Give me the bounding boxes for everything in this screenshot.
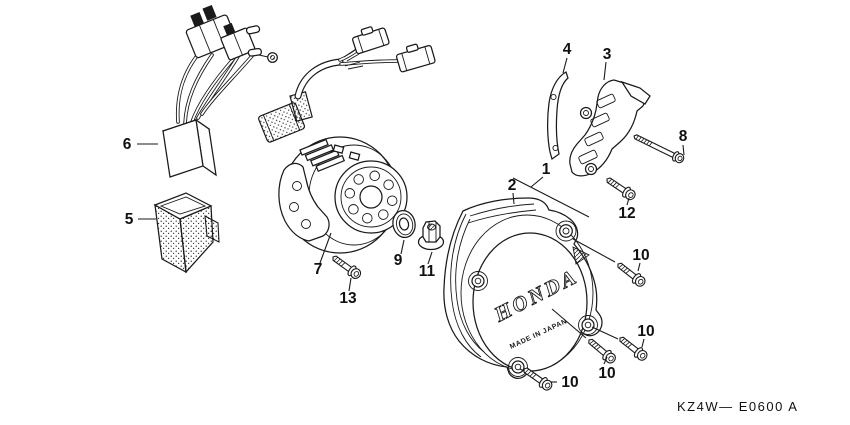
gasket [547,71,569,161]
washer [392,209,416,239]
callout-6: 6 [123,136,132,153]
leader-lines [137,57,685,383]
cover-boss-left [468,271,488,291]
rubber-holder [153,192,220,274]
bolt-13 [329,251,364,282]
ring-terminal [258,52,278,63]
stator-harness [294,44,400,100]
cdi-box [161,118,217,186]
bullet-terminal-2 [247,47,263,57]
callout-10-bottom-left: 10 [598,365,615,382]
bullet-terminal-1 [245,25,261,35]
flywheel-face [332,144,408,234]
crankcase-cover: HONDA MADE IN JAPAN [443,197,603,379]
alternator-assembly [258,26,436,254]
callout-1: 1 [542,161,551,178]
diagram-code: KZ4W— E0600 A [677,399,798,414]
callout-3: 3 [603,46,612,63]
stator-connector-1 [352,26,390,55]
callouts: 6 5 7 13 9 11 1 2 4 3 8 12 10 10 10 10 [123,41,688,391]
stator-plate [278,162,330,242]
cover-boss-bottom-right [578,315,598,335]
coil-lamination-stack [299,138,346,173]
callout-10-top: 10 [632,247,649,264]
cover-boss-top [555,220,577,242]
bolt-12 [603,173,638,203]
callout-11: 11 [419,263,436,280]
callout-9: 9 [394,252,403,269]
callout-10-bottom-center: 10 [561,374,578,391]
callout-8: 8 [679,128,688,145]
callout-13: 13 [339,290,357,307]
flange-nut [417,220,445,251]
cdi-connector-small [220,22,256,61]
sprocket-guard [569,79,651,177]
stator-connector-2 [395,43,436,73]
cdi-unit-assembly [161,4,278,186]
bolt-10-bottom-left [584,335,619,366]
bolt-8 [631,130,686,166]
callout-12: 12 [618,205,635,222]
callout-5: 5 [125,211,134,228]
callout-4: 4 [563,41,572,58]
callout-10-right: 10 [637,323,654,340]
callout-7: 7 [314,261,323,278]
callout-2: 2 [508,177,517,194]
